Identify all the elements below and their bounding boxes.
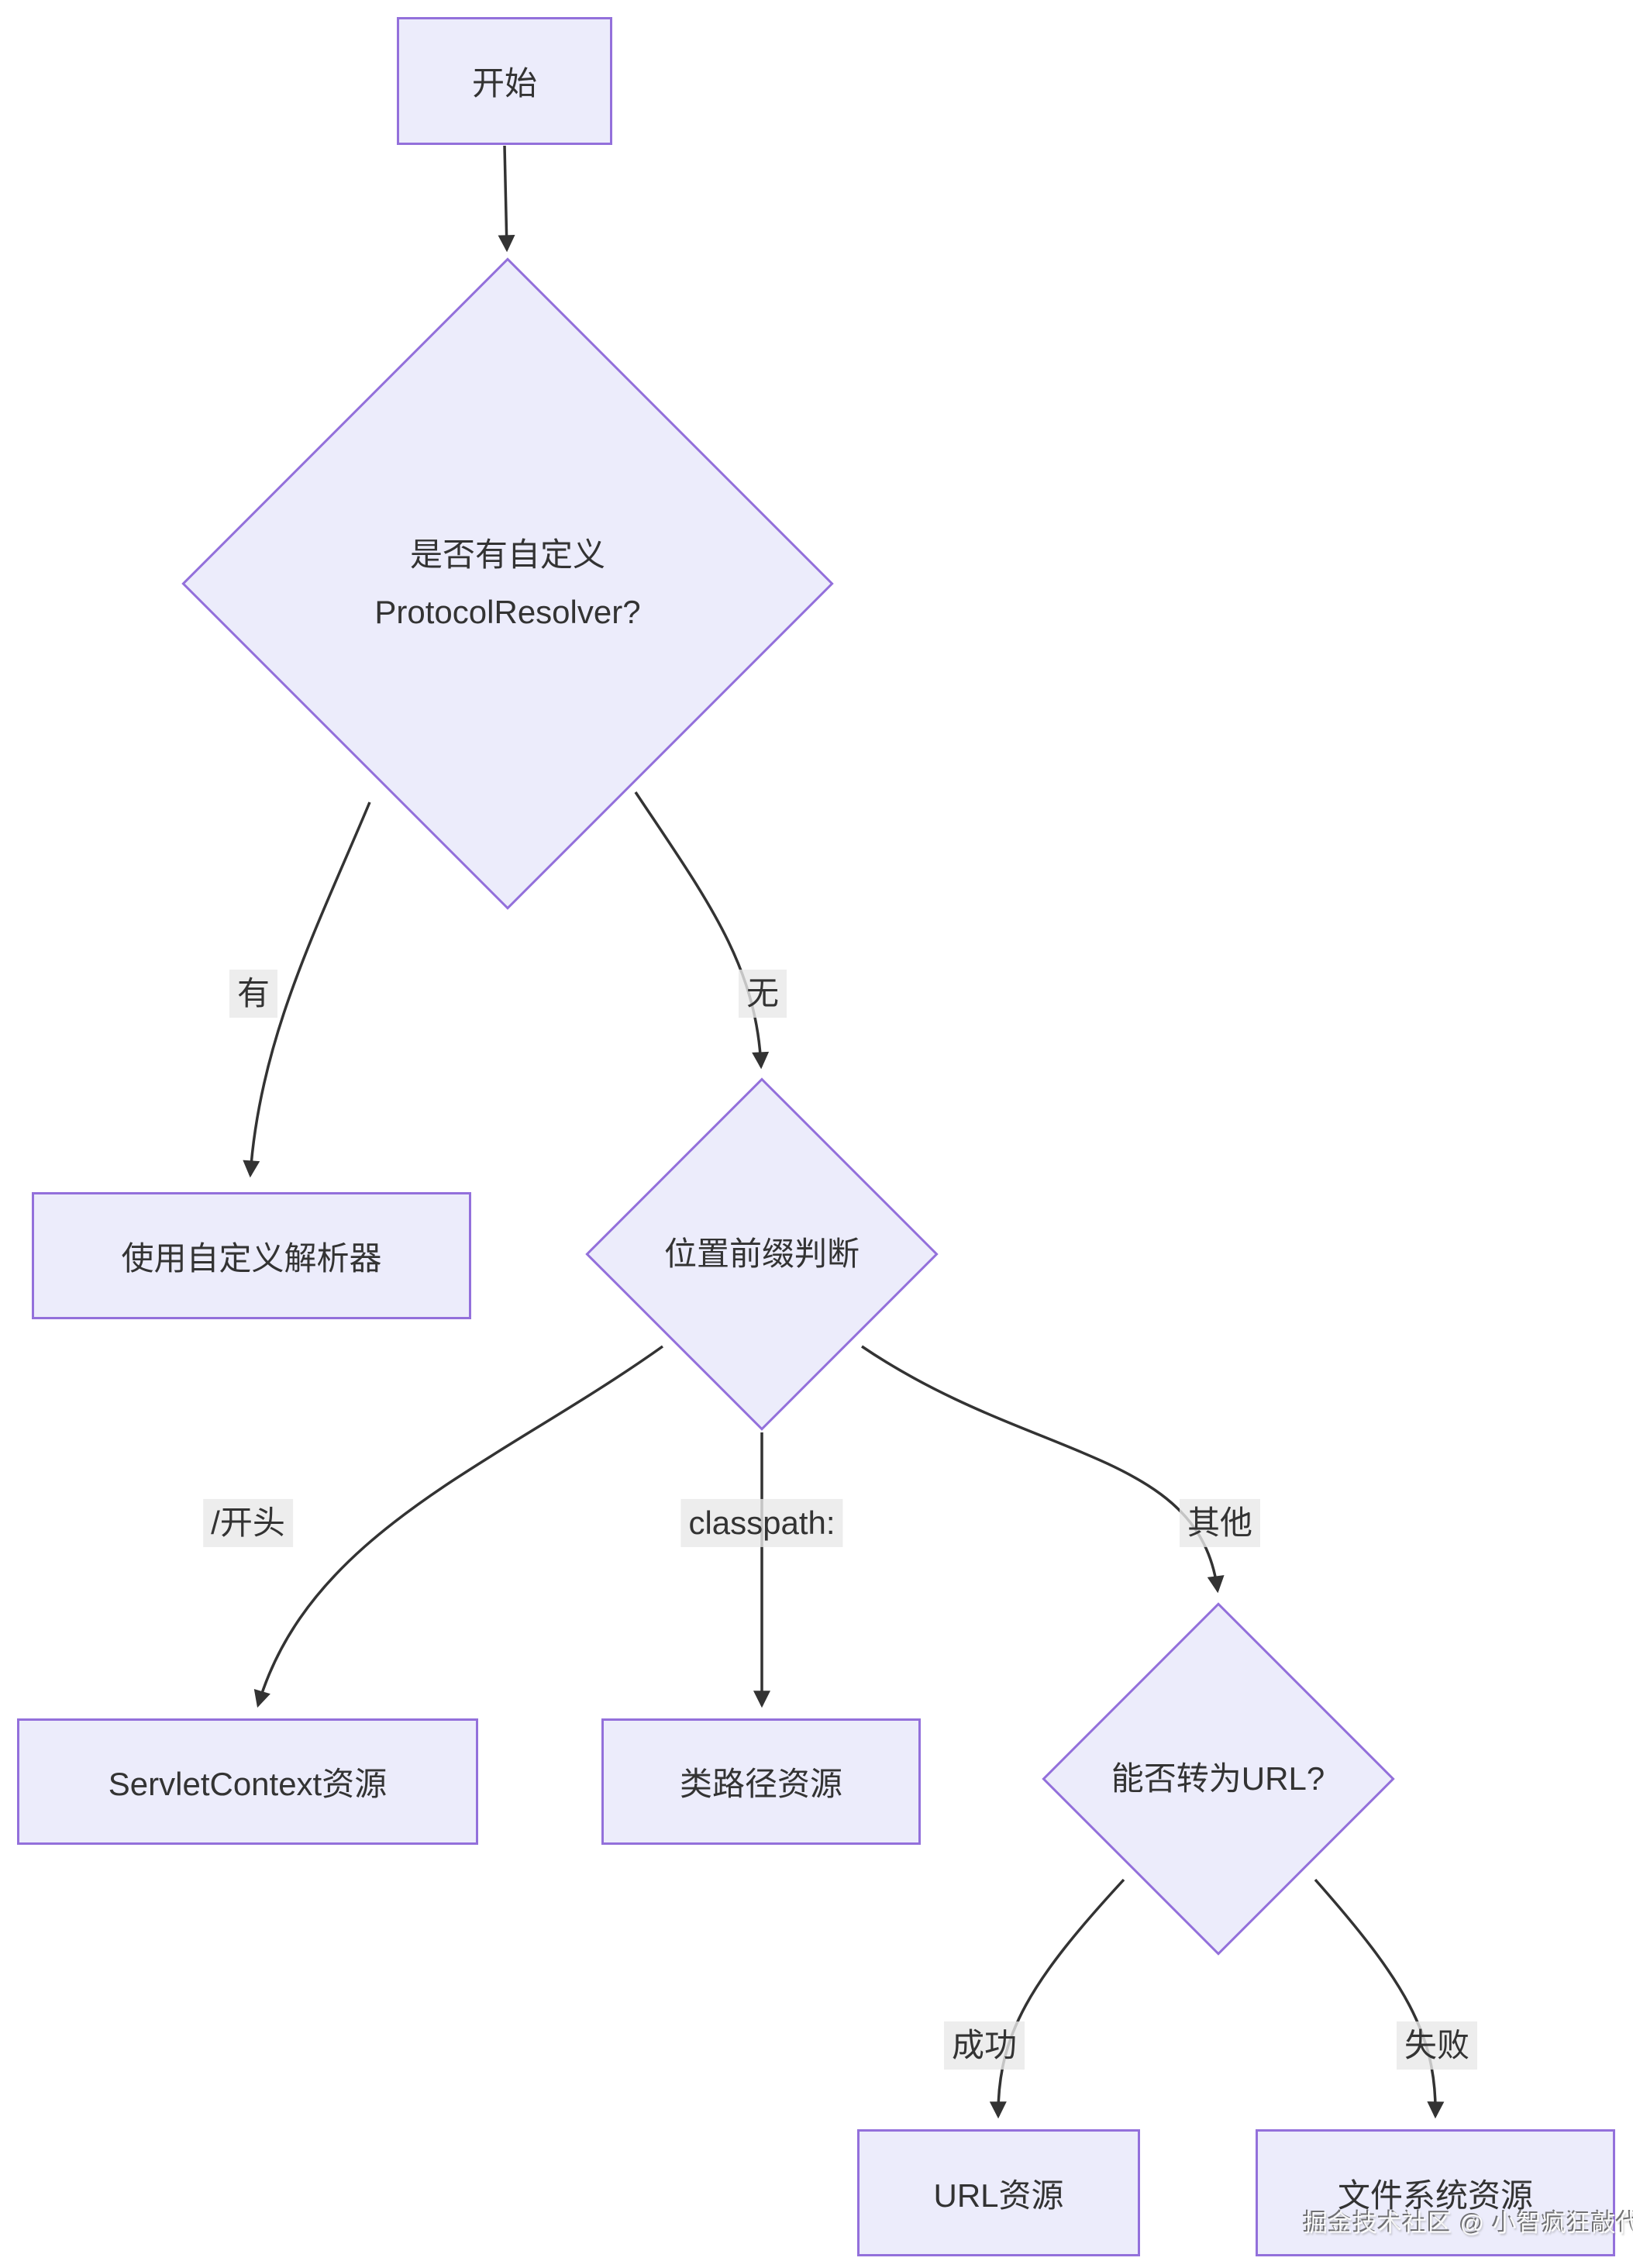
node-custom-resolver-label: 使用自定义解析器 [121,1239,382,1277]
node-protocol-check-label: 是否有自定义 ProtocolResolver? [181,257,834,909]
edge-label-other: 其他 [1179,1498,1261,1548]
url-check-label-text: 能否转为URL? [1111,1760,1325,1798]
node-start: 开始 [397,17,612,145]
edge-url-check-to-url-resource [989,1878,1125,2119]
node-url-resource: URL资源 [857,2129,1140,2256]
edge-label-classpath-prefix: classpath: [680,1498,843,1548]
node-prefix-check: 位置前缀判断 [585,1077,939,1431]
edge-label-slash-prefix: /开头 [203,1498,293,1548]
protocol-check-label-line2: ProtocolResolver? [374,593,641,630]
node-custom-resolver: 使用自定义解析器 [32,1192,471,1319]
node-start-label: 开始 [471,65,537,102]
prefix-check-label-text: 位置前缀判断 [663,1235,860,1272]
node-url-resource-label: URL资源 [933,2177,1064,2214]
edge-label-fail: 失败 [1396,2021,1478,2070]
protocol-check-label-line1: 是否有自定义 [409,536,605,573]
node-url-check: 能否转为URL? [1041,1602,1395,1956]
edge-protocol-check-to-custom-resolver [243,801,371,1178]
node-prefix-check-label: 位置前缀判断 [585,1077,939,1430]
node-servlet-context-label: ServletContext资源 [108,1766,388,1802]
node-classpath-resource-label: 类路径资源 [679,1766,842,1802]
edge-protocol-check-to-prefix-check [634,791,770,1070]
node-filesystem-resource: 文件系统资源 [1256,2129,1615,2256]
node-filesystem-resource-label: 文件系统资源 [1337,2177,1533,2214]
node-classpath-resource: 类路径资源 [601,1718,921,1845]
edge-url-check-to-filesystem-resource [1314,1878,1445,2119]
watermark-text: 掘金技术社区 @ 小智疯狂敲代码 [1304,2210,1633,2237]
node-servlet-context: ServletContext资源 [17,1718,478,1845]
node-url-check-label: 能否转为URL? [1041,1602,1395,1956]
edge-label-has: 有 [229,969,278,1019]
edge-start-to-protocol-check [498,145,515,253]
node-protocol-check: 是否有自定义 ProtocolResolver? [181,257,834,910]
edge-prefix-check-to-servlet-context [253,1345,664,1708]
edge-label-success: 成功 [943,2021,1025,2070]
edge-label-none: 无 [738,969,787,1019]
